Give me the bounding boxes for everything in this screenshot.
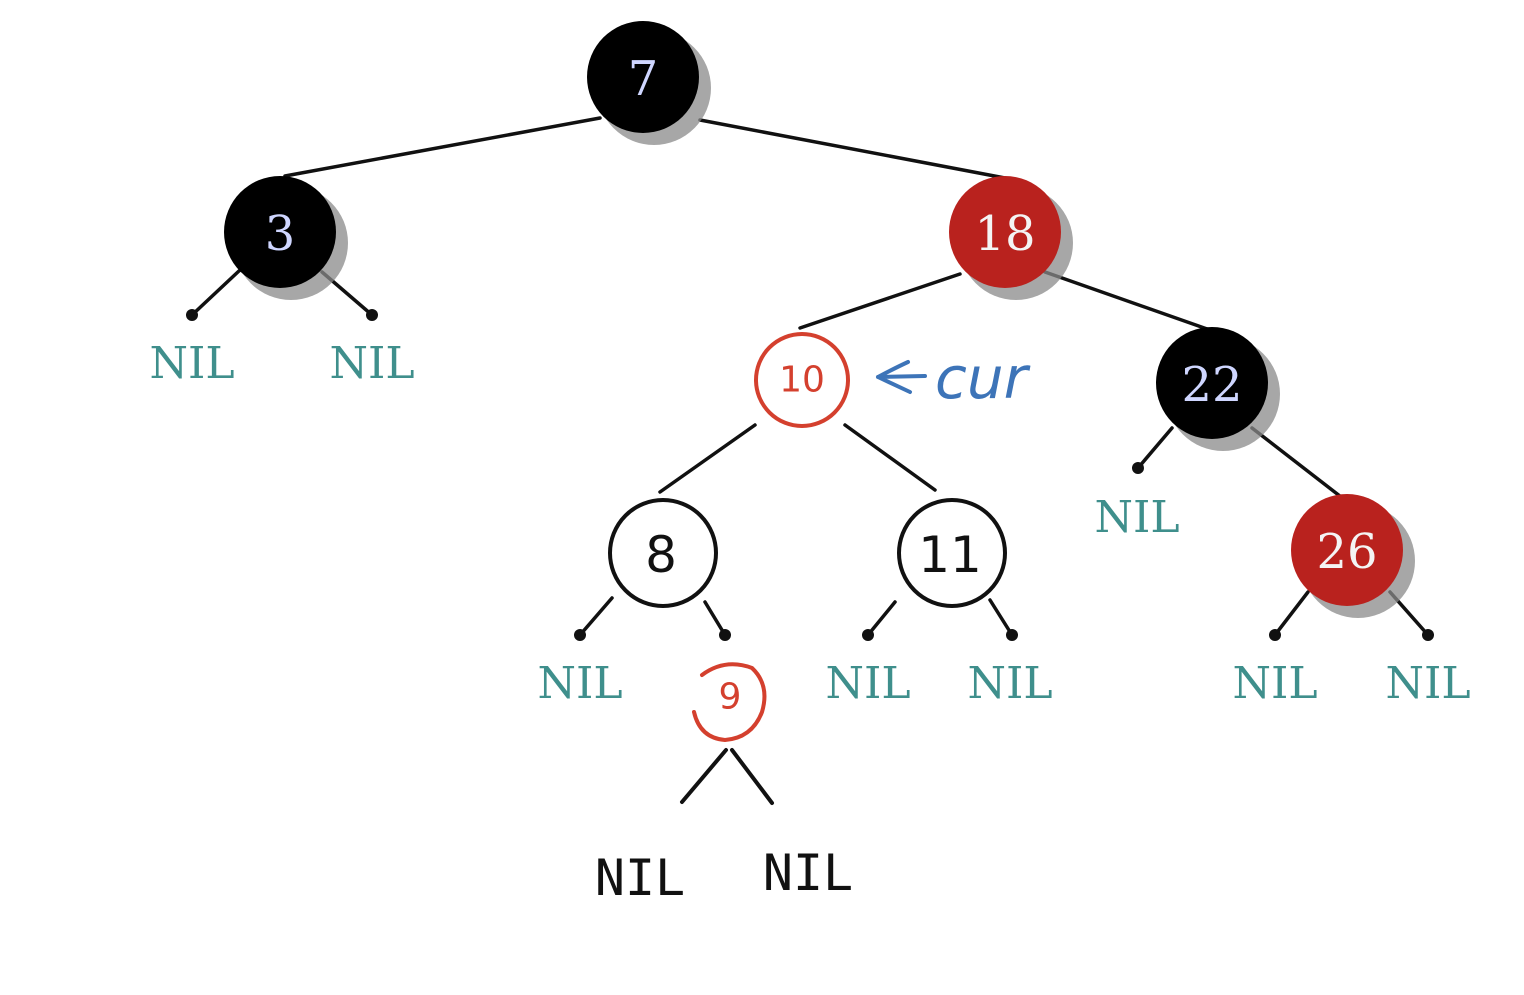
edge-22-26 <box>1250 426 1347 502</box>
tree-node-7: 7 <box>587 21 711 145</box>
node-label: 3 <box>265 206 296 262</box>
cur-label: cur <box>935 344 1031 412</box>
node-label: 7 <box>628 51 659 107</box>
nil-label: NIL <box>825 658 910 709</box>
hand-nil-labels: NIL NIL <box>595 844 853 907</box>
hand-nil-right: NIL <box>763 844 853 902</box>
node-label: 26 <box>1316 524 1377 580</box>
leaf-dot <box>366 309 378 321</box>
nil-label: NIL <box>149 338 234 389</box>
edge-8-nil-left <box>578 596 614 637</box>
leaf-dots <box>186 309 1434 641</box>
node-label: 10 <box>779 360 825 401</box>
edge-7-3 <box>283 116 602 178</box>
node-label: 11 <box>918 526 982 584</box>
node-label: 18 <box>974 206 1035 262</box>
leaf-dot <box>1132 462 1144 474</box>
edge-3-nil-left <box>190 268 242 317</box>
leaf-dot <box>574 629 586 641</box>
edge-22-nil-left <box>1136 426 1174 470</box>
leaf-dot <box>1269 629 1281 641</box>
leaf-dot <box>719 629 731 641</box>
nil-label: NIL <box>1232 658 1317 709</box>
edge-26-nil-left <box>1273 590 1310 637</box>
edge-7-18 <box>698 118 1007 180</box>
edge-11-nil-right <box>988 598 1014 637</box>
nil-label: NIL <box>329 338 414 389</box>
leaf-dot <box>1006 629 1018 641</box>
nil-label: NIL <box>967 658 1052 709</box>
tree-node-26: 26 <box>1291 494 1415 618</box>
tree-node-3: 3 <box>224 176 348 300</box>
tree-node-22: 22 <box>1156 327 1280 451</box>
hand-nil-left: NIL <box>595 849 685 907</box>
leaf-dot <box>1422 629 1434 641</box>
nil-label: NIL <box>1094 492 1179 543</box>
leaf-dot <box>186 309 198 321</box>
hand-node-10: 10 <box>754 332 850 428</box>
hand-edges-9 <box>680 748 774 805</box>
node-label: 22 <box>1181 357 1242 413</box>
nil-labels: NIL NIL NIL NIL NIL NIL NIL NIL <box>149 338 1470 709</box>
edge-10-11 <box>843 423 937 492</box>
nil-label: NIL <box>1385 658 1470 709</box>
node-label: 9 <box>719 677 742 718</box>
arrow-left-icon <box>876 360 927 394</box>
cur-annotation: cur <box>876 344 1031 412</box>
edge-10-8 <box>658 423 757 494</box>
edge-11-nil-left <box>866 600 897 637</box>
edge-8-9 <box>703 600 727 637</box>
hand-node-9: 9 <box>692 662 767 742</box>
hand-node-11: 11 <box>897 498 1007 608</box>
edge-18-10 <box>798 272 962 330</box>
edge-18-22 <box>1043 270 1212 332</box>
hand-node-8: 8 <box>608 498 718 608</box>
node-label: 8 <box>645 526 677 584</box>
nil-label: NIL <box>537 658 622 709</box>
tree-node-18: 18 <box>949 176 1073 300</box>
leaf-dot <box>862 629 874 641</box>
